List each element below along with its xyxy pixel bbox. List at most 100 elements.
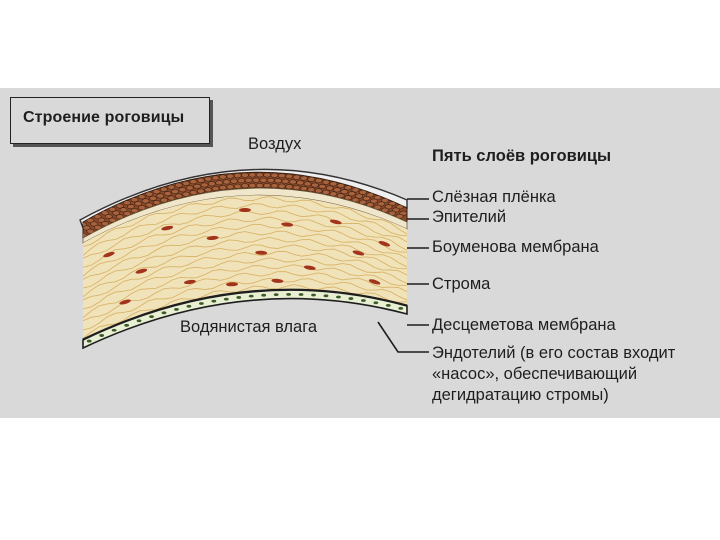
- epithelium-cell: [126, 204, 135, 210]
- epithelium-cell: [322, 179, 330, 185]
- stroma-fiber: [83, 271, 407, 322]
- stroma-fiber: [83, 257, 407, 310]
- stroma-cell: [226, 282, 239, 287]
- epithelium-cell: [266, 177, 275, 183]
- stroma-fiber: [83, 236, 407, 289]
- epithelium-cell: [347, 191, 356, 197]
- epithelium-cell: [152, 189, 161, 195]
- epithelium-cell: [314, 188, 323, 194]
- endothelium-cell: [398, 306, 404, 310]
- epithelium-cell: [215, 180, 224, 186]
- epithelium-cell: [83, 232, 87, 238]
- epithelium-cell: [285, 173, 294, 179]
- epithelium-cell: [101, 210, 109, 216]
- epithelium-cell: [296, 180, 305, 186]
- layers-heading: Пять слоёв роговицы: [432, 147, 612, 165]
- endothelium-cell: [211, 299, 217, 303]
- epithelium-cell: [93, 214, 102, 220]
- epithelium-cell: [230, 178, 238, 184]
- epithelium-cell: [101, 221, 109, 227]
- epithelium-cell: [182, 180, 190, 186]
- epithelium-cell: [311, 182, 319, 188]
- epithelium-cell: [292, 185, 301, 191]
- endothelium-cell: [298, 293, 304, 296]
- stroma-fibers: [83, 196, 407, 339]
- epithelium-cell: [318, 183, 327, 189]
- epithelium-cell: [104, 214, 113, 220]
- stroma-cells: [103, 208, 391, 305]
- epithelium-cell: [115, 214, 124, 220]
- epithelium-cell: [93, 224, 102, 230]
- stroma-fiber: [83, 277, 407, 331]
- epithelium-cell: [196, 177, 205, 183]
- layer-label-endothelium-line-3: дегидратацию стромы): [432, 386, 609, 404]
- epithelium-cell: [226, 184, 235, 190]
- endothelium-cell: [236, 296, 242, 299]
- epithelium-cell: [322, 189, 330, 195]
- epithelium-cell: [119, 207, 128, 213]
- epithelium-cell: [281, 178, 290, 184]
- epithelium-cell: [336, 183, 345, 189]
- endothelium-cell: [348, 297, 354, 300]
- epithelium-cell: [333, 187, 341, 193]
- epithelium-cell: [237, 178, 246, 184]
- epithelium-cell: [263, 183, 271, 189]
- endothelium-cell: [286, 292, 292, 296]
- endothelium-cell: [99, 334, 105, 337]
- layer-label-epithelium: Эпителий: [432, 208, 507, 226]
- epithelium-cell: [134, 201, 143, 207]
- epithelium-cell: [325, 185, 334, 191]
- leader-endothelium: [377, 321, 429, 353]
- epithelium-cell: [362, 196, 371, 202]
- epithelium-cell: [373, 195, 382, 201]
- epithelium-cell: [277, 173, 286, 179]
- stroma-fiber: [83, 244, 407, 298]
- epithelium-cell: [152, 200, 161, 206]
- endothelium-cell: [111, 328, 117, 332]
- epithelium-cell: [226, 173, 235, 179]
- epithelium-cell: [270, 183, 279, 189]
- layer-label-stroma: Строма: [432, 275, 491, 293]
- epithelium-cell: [355, 193, 364, 199]
- epithelium-cell: [138, 205, 146, 211]
- aqueous-label: Водянистая влага: [180, 318, 318, 336]
- endothelium-cell: [161, 311, 167, 315]
- epithelium-cell: [130, 208, 139, 214]
- epithelium-cell: [241, 172, 249, 178]
- epithelium-cell: [182, 191, 190, 197]
- epithelium-cell: [207, 181, 216, 187]
- epithelium-cell: [156, 193, 165, 199]
- endothelium-cell: [336, 295, 341, 299]
- epithelium-cell: [200, 182, 209, 188]
- epithelium-cell: [149, 195, 157, 201]
- endothelium-cell: [273, 293, 279, 296]
- epithelium-cell: [211, 186, 220, 192]
- leader-lines: [377, 198, 429, 353]
- epithelium-cell: [160, 197, 168, 203]
- layer-label-endothelium-line-2: «насос», обеспечивающий: [432, 365, 638, 383]
- epithelium-cell: [259, 177, 268, 183]
- stroma-fiber: [83, 251, 407, 301]
- epithelium-cell: [189, 179, 198, 185]
- endothelium-cell: [86, 339, 92, 343]
- epithelium-cell: [263, 172, 271, 178]
- endothelium-cell: [174, 307, 179, 311]
- epithelium-cell: [123, 211, 132, 217]
- epithelium-cell: [285, 184, 294, 190]
- epithelium-cell: [130, 197, 139, 203]
- epithelium-cell: [307, 187, 316, 193]
- stroma-cell: [161, 225, 174, 231]
- stroma-fiber: [83, 230, 407, 280]
- stroma-cell: [135, 268, 148, 274]
- stroma-cell: [206, 235, 219, 241]
- stroma-cell: [281, 222, 294, 227]
- epithelium-cell: [163, 191, 172, 197]
- endothelium-layer: [82, 289, 408, 350]
- epithelium-cell: [219, 185, 227, 191]
- endothelium-cell: [385, 303, 391, 307]
- epithelium-cell: [138, 194, 146, 200]
- epithelium-cell: [244, 177, 253, 183]
- epithelium-cell: [219, 174, 227, 180]
- stroma-cell: [255, 250, 268, 255]
- epithelium-cell: [270, 172, 279, 178]
